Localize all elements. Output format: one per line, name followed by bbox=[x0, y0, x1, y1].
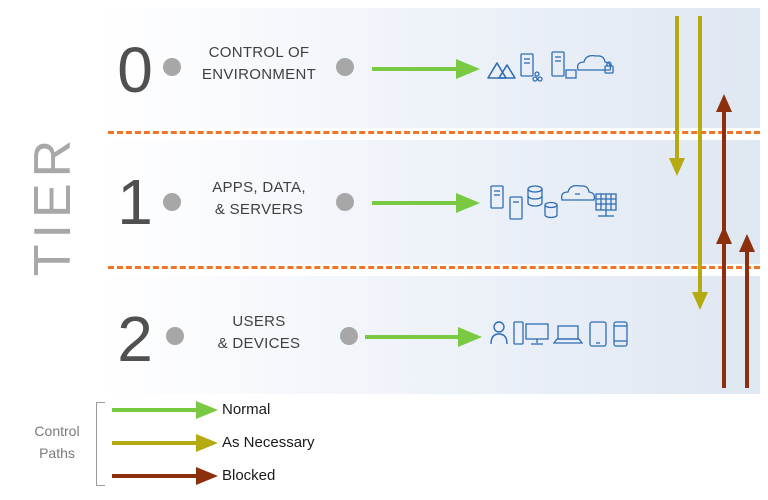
legend-blocked-arrow bbox=[112, 467, 218, 485]
tier-2-right-dot bbox=[340, 327, 358, 345]
tier-2-normal-arrow bbox=[365, 327, 482, 347]
tier-0-label-line2: ENVIRONMENT bbox=[201, 66, 317, 83]
tier-divider-0-1 bbox=[108, 131, 760, 134]
blocked-arrow-tier2-to-tier1-b bbox=[739, 234, 755, 388]
tier-2-label: USERS & DEVICES bbox=[180, 311, 338, 355]
legend-normal-label: Normal bbox=[222, 401, 271, 418]
tier-0-right-dot bbox=[336, 58, 354, 76]
legend-bracket bbox=[96, 402, 105, 486]
legend-title-line2: Paths bbox=[39, 445, 75, 461]
tier-2-left-dot bbox=[166, 327, 184, 345]
desktop-computer-icon bbox=[513, 321, 549, 345]
tier-divider-1-2 bbox=[108, 266, 760, 269]
tier-2-number: 2 bbox=[117, 303, 153, 375]
server-network-icon bbox=[520, 53, 543, 82]
tier-1-label: APPS, DATA, & SERVERS bbox=[180, 177, 338, 221]
laptop-icon bbox=[552, 325, 584, 344]
tier-1-left-dot bbox=[163, 193, 181, 211]
legend-title-line1: Control bbox=[34, 423, 80, 439]
cloud-lock-icon bbox=[576, 54, 614, 74]
tier-1-number: 1 bbox=[117, 166, 153, 238]
database-icon bbox=[527, 185, 558, 219]
tier-0-number: 0 bbox=[117, 34, 153, 106]
tier-2-label-line2: & DEVICES bbox=[217, 335, 301, 352]
tier-1-label-line2: & SERVERS bbox=[214, 201, 304, 218]
legend-as-necessary-arrow bbox=[112, 434, 218, 452]
tier-0-label-line1: CONTROL OF bbox=[208, 44, 310, 61]
blocked-arrow-tier2-to-tier1-a bbox=[716, 226, 732, 388]
tier-1-label-line1: APPS, DATA, bbox=[212, 179, 306, 196]
phone-icon bbox=[613, 321, 628, 347]
tier-1-right-dot bbox=[336, 193, 354, 211]
server-rack-icon bbox=[595, 193, 617, 217]
tier-2-label-line1: USERS bbox=[232, 313, 286, 330]
tier-1-normal-arrow bbox=[372, 193, 480, 213]
server-storage-icon bbox=[551, 51, 577, 79]
tier-0-left-dot bbox=[163, 58, 181, 76]
cloud-key-icon bbox=[560, 184, 596, 201]
legend-title: Control Paths bbox=[22, 420, 92, 464]
cloud-mountains-icon bbox=[487, 62, 516, 79]
as-necessary-arrow-tier0-to-tier1 bbox=[669, 16, 685, 176]
as-necessary-arrow-tier0-to-tier2 bbox=[692, 16, 708, 310]
legend-normal-arrow bbox=[112, 401, 218, 419]
user-icon bbox=[490, 321, 508, 345]
tier-0-label: CONTROL OF ENVIRONMENT bbox=[180, 42, 338, 86]
tier-0-normal-arrow bbox=[372, 59, 480, 79]
server-stack-icon bbox=[490, 185, 523, 220]
legend-blocked-label: Blocked bbox=[222, 467, 276, 484]
tablet-icon bbox=[589, 321, 607, 347]
legend-as-necessary-label: As Necessary bbox=[222, 434, 315, 451]
